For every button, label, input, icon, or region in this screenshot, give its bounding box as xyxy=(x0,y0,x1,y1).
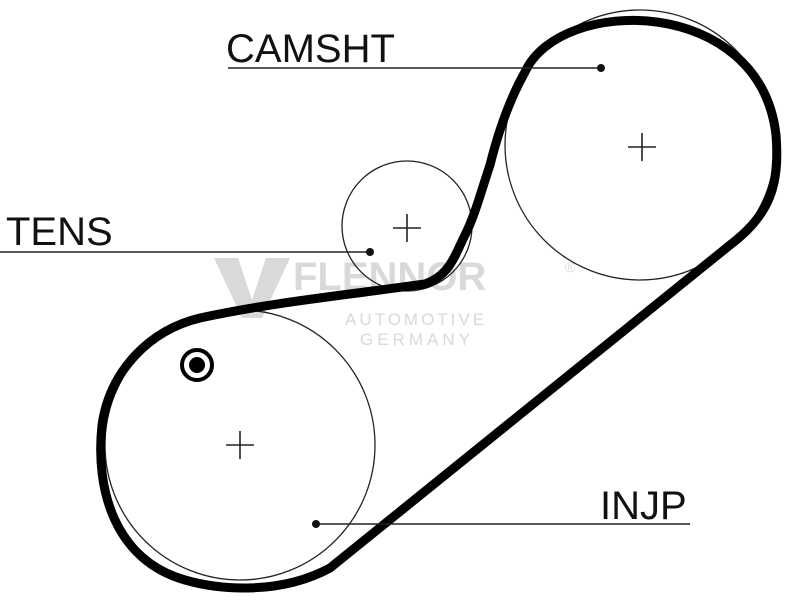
injection-pump-center-mark xyxy=(226,431,254,459)
tensioner-center-mark xyxy=(393,214,421,242)
timing-mark-icon xyxy=(180,348,214,382)
timing-belt xyxy=(96,15,782,593)
watermark-line-2: GERMANY xyxy=(360,330,474,349)
watermark-line-1: AUTOMOTIVE xyxy=(345,310,487,329)
watermark-registered: ® xyxy=(565,259,576,275)
injection-pump-label: INJP xyxy=(600,484,687,528)
watermark-logo-shape xyxy=(214,258,290,318)
injection-pump-leader-line xyxy=(312,520,690,528)
tensioner-label: TENS xyxy=(6,210,113,254)
camshaft-leader-line xyxy=(228,64,605,72)
tensioner-leader-line xyxy=(0,248,374,256)
camshaft-label: CAMSHT xyxy=(226,27,395,71)
camshaft-center-mark xyxy=(628,133,656,161)
